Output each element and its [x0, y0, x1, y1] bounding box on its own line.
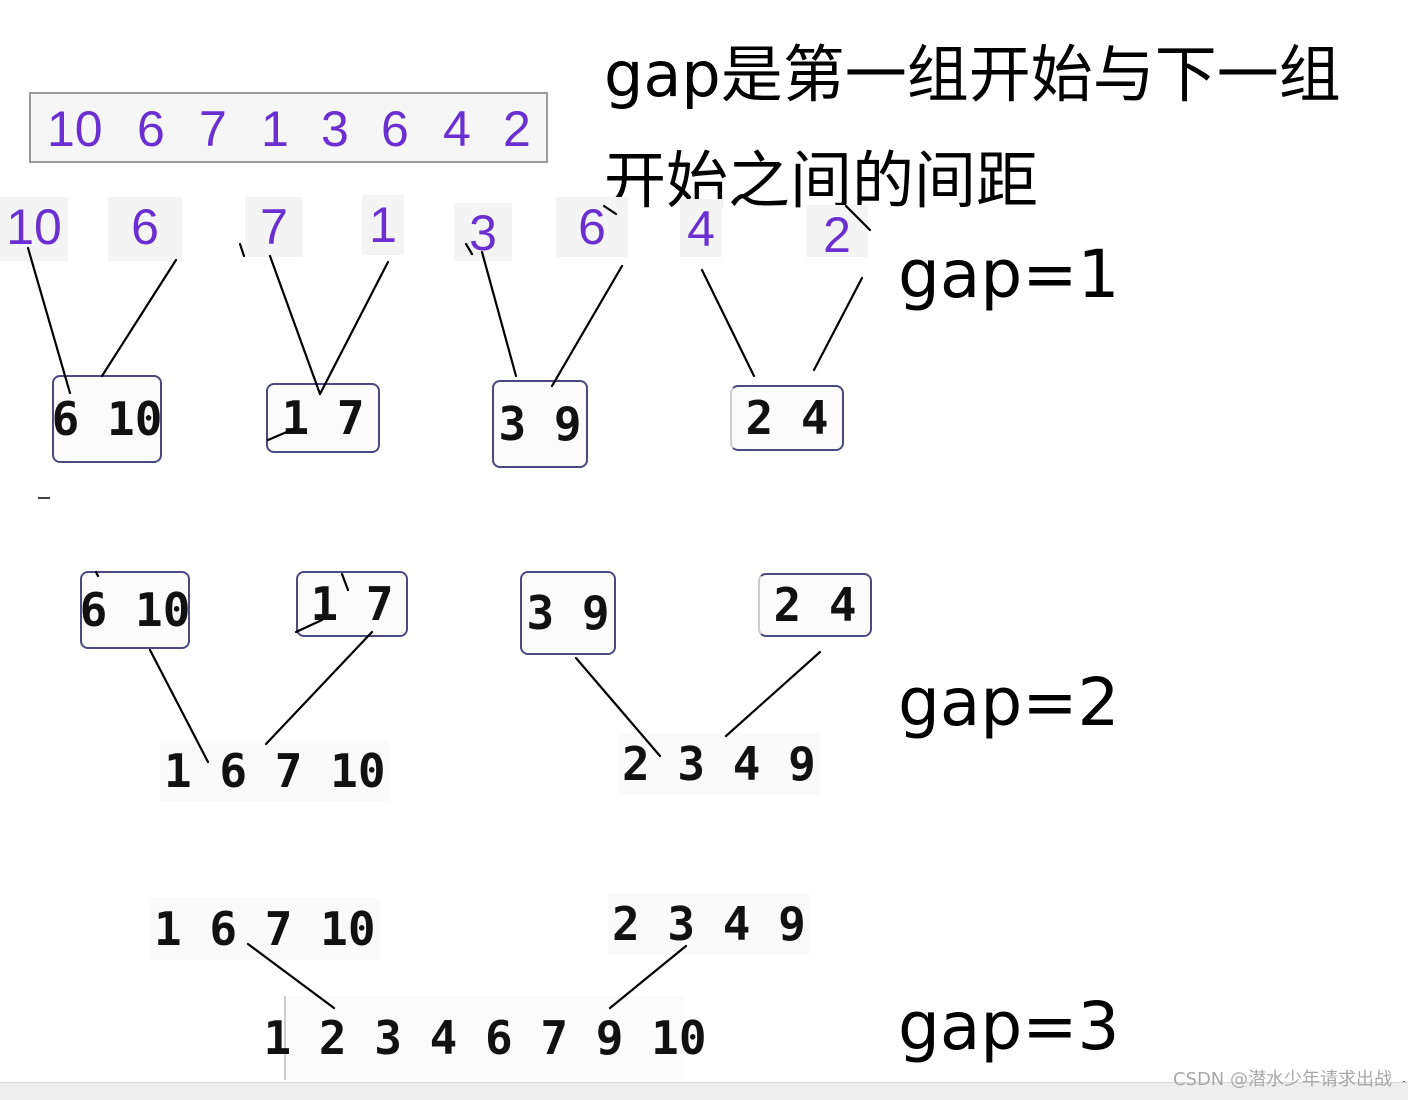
- level2-pair: 2 4: [758, 573, 872, 637]
- array-value: 6: [137, 101, 165, 157]
- connector-line: [574, 656, 662, 758]
- connector-line: [550, 264, 624, 388]
- connector-tick: [266, 426, 298, 442]
- connector-line: [100, 258, 178, 378]
- connector-line: [608, 944, 688, 1010]
- split-number: 4: [680, 199, 722, 257]
- level2-pair: 3 9: [520, 571, 616, 655]
- array-value: 3: [321, 101, 349, 157]
- level2-merged-group: 2 3 4 9: [618, 733, 820, 795]
- connector-line: [480, 250, 518, 378]
- gap-label-3: gap=3: [898, 988, 1120, 1065]
- connector-tick: [464, 242, 474, 256]
- level3-group: 2 3 4 9: [608, 893, 810, 955]
- level1-pair: 3 9: [492, 380, 588, 468]
- level1-pair: 6 10: [52, 375, 162, 463]
- array-value: 6: [381, 101, 409, 157]
- connector-tick: [602, 204, 618, 216]
- bottom-scrollbar-track: [0, 1082, 1408, 1100]
- connector-line: [264, 630, 374, 746]
- connector-tick: [294, 618, 324, 634]
- connector-tick: [844, 204, 872, 232]
- connector-line: [812, 276, 864, 372]
- input-array: 10 6 7 1 3 6 4 2: [29, 92, 548, 163]
- level2-pair: 1 7: [296, 571, 408, 637]
- split-number: 1: [362, 195, 404, 255]
- connector-tick: [94, 570, 100, 578]
- connector-line: [700, 268, 756, 378]
- level3-group: 1 6 7 10: [150, 898, 380, 960]
- final-sorted-array: 1 2 3 4 6 7 9 10: [263, 996, 707, 1080]
- watermark: CSDN @潜水少年请求出战: [1172, 1069, 1392, 1090]
- level1-pair: 2 4: [730, 385, 844, 451]
- split-number: 2: [806, 205, 868, 263]
- array-value: 7: [199, 101, 227, 157]
- array-value: 4: [443, 101, 471, 157]
- level2-pair: 6 10: [80, 571, 190, 649]
- connector-line: [246, 942, 336, 1010]
- connector-line: [26, 246, 72, 395]
- connector-line: [724, 650, 822, 738]
- connector-line: [148, 648, 210, 764]
- level1-pair: 1 7: [266, 383, 380, 453]
- split-number: 6: [556, 197, 628, 257]
- split-number: 7: [245, 197, 303, 257]
- connector-tick: [238, 242, 246, 258]
- array-value: 1: [261, 101, 289, 157]
- gap-label-2: gap=2: [898, 664, 1120, 741]
- split-number: 10: [0, 197, 68, 261]
- connector-tick: [340, 572, 350, 592]
- gap-label-1: gap=1: [898, 236, 1120, 313]
- connector-line: [318, 260, 390, 396]
- level2-merged-group: 1 6 7 10: [160, 740, 390, 802]
- heading-line-2: 开始之间的间距: [604, 144, 1039, 217]
- split-number: 6: [108, 197, 182, 261]
- array-value: 10: [47, 101, 103, 157]
- connector-line: [268, 254, 322, 396]
- heading-line-1: gap是第一组开始与下一组: [604, 38, 1341, 111]
- array-value: 2: [503, 101, 531, 157]
